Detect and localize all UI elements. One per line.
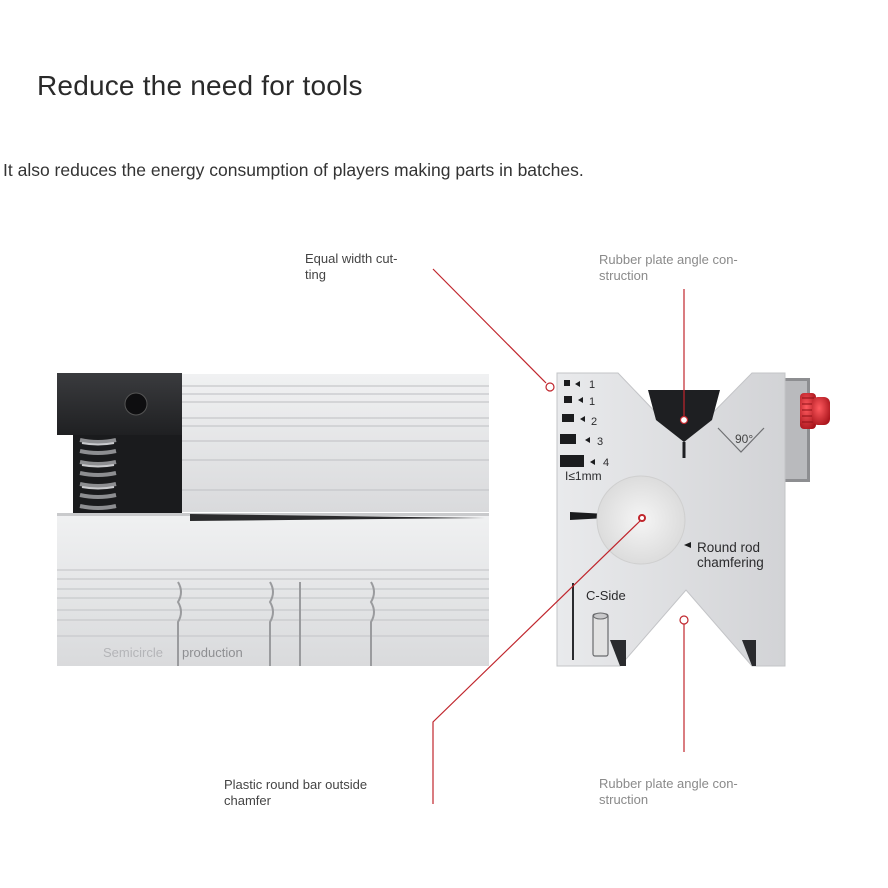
red-knob: [800, 393, 816, 429]
label-semicircle: Semicircle: [103, 645, 163, 660]
spring: [79, 438, 117, 510]
pin: [592, 613, 609, 657]
scale-mark-3: 3: [597, 436, 603, 448]
callout-plastic-bar-line2: chamfer: [224, 793, 271, 808]
leader-rubber-bottom-dot: [679, 615, 689, 625]
callout-equal-width-line1: Equal width cut-: [305, 251, 398, 266]
semicircle-notches: [176, 581, 375, 666]
callout-plastic-bar-line1: Plastic round bar outside: [224, 777, 368, 792]
scale-mark-1a: 1: [589, 379, 595, 391]
callout-rubber-top-line2: struction: [599, 268, 649, 283]
callout-plastic-bar: Plastic round bar outside chamfer: [224, 777, 367, 809]
callout-rubber-bottom: Rubber plate angle con- struction: [599, 776, 738, 808]
label-c-side: C-Side: [586, 588, 626, 603]
cutting-slot: [190, 514, 485, 521]
callout-rubber-bottom-line1: Rubber plate angle con-: [599, 776, 738, 791]
label-1mm-value: ≤1mm: [568, 469, 601, 483]
right-block: 90° 1 1 2 3 4 I≤1mm Round rod chamfering…: [556, 372, 830, 667]
label-1mm: I≤1mm: [565, 469, 602, 483]
scale-mark-2: 2: [591, 416, 597, 428]
label-production: production: [182, 645, 243, 660]
page-subtitle: It also reduces the energy consumption o…: [3, 160, 584, 180]
page-title: Reduce the need for tools: [37, 70, 363, 101]
left-block: Semicircle production: [57, 373, 489, 666]
leader-equal-width: [432, 268, 547, 384]
leader-plastic-bar: [432, 520, 641, 804]
upper-aluminum: [182, 374, 489, 512]
callout-equal-width: Equal width cut- ting: [305, 251, 398, 283]
label-chamfering: chamfering: [697, 555, 764, 570]
leader-equal-width-dot: [545, 382, 555, 392]
leader-rubber-top-dot: [679, 415, 689, 425]
callout-rubber-top: Rubber plate angle con- struction: [599, 252, 738, 284]
screw-hole: [124, 392, 148, 416]
dark-clamp-top: [57, 373, 182, 435]
label-round-rod: Round rod: [697, 540, 760, 555]
callout-rubber-bottom-line2: struction: [599, 792, 649, 807]
leader-lines: [432, 268, 689, 804]
scale-mark-4: 4: [603, 457, 609, 469]
step-scale: [560, 380, 595, 467]
scale-mark-1b: 1: [589, 396, 595, 408]
callout-equal-width-line2: ting: [305, 267, 326, 282]
label-90-degree: 90°: [735, 432, 753, 446]
callout-rubber-top-line1: Rubber plate angle con-: [599, 252, 738, 267]
